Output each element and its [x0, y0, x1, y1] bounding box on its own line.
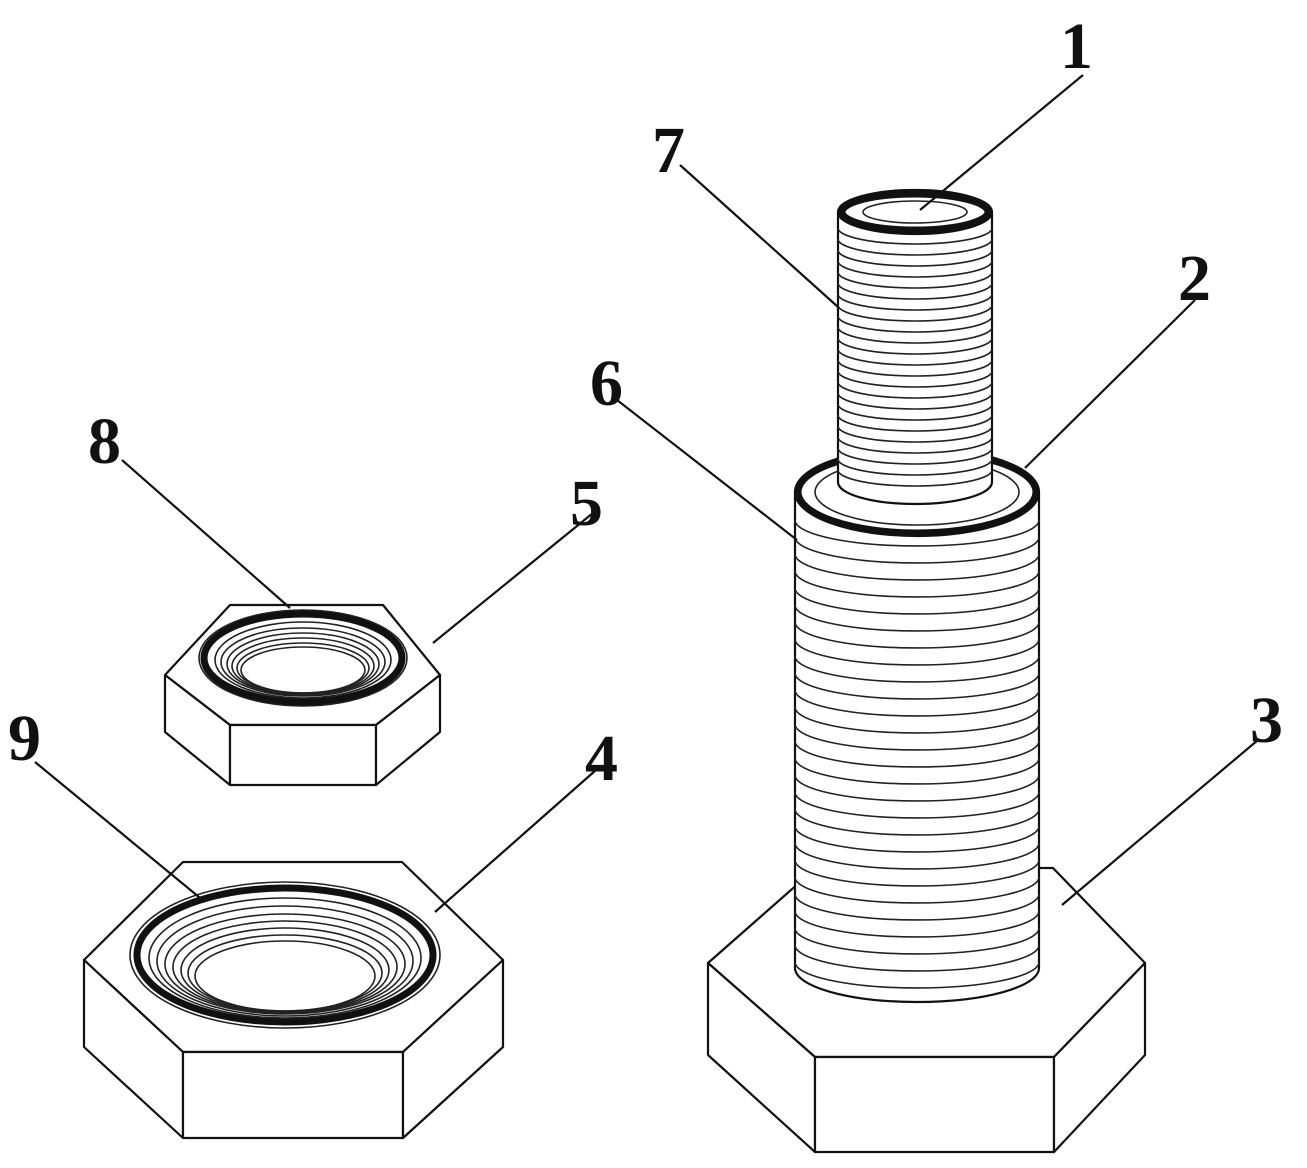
- leader-7: [680, 165, 838, 307]
- large-nut: [84, 862, 503, 1138]
- small-nut: [165, 605, 440, 785]
- label-4: 4: [585, 722, 618, 795]
- large-shank-body: [795, 492, 1039, 1002]
- large-nut-front-face: [183, 1052, 403, 1138]
- bolt-small-shank: [838, 190, 992, 504]
- label-7: 7: [652, 114, 685, 187]
- leader-6: [617, 400, 797, 540]
- label-6: 6: [590, 347, 623, 420]
- leader-4: [435, 770, 596, 912]
- leader-1: [920, 75, 1083, 210]
- label-3: 3: [1250, 684, 1283, 757]
- bolt-large-shank: [795, 448, 1039, 1002]
- leader-3: [1062, 740, 1258, 905]
- label-5: 5: [570, 467, 603, 540]
- leader-5: [433, 513, 593, 643]
- label-2: 2: [1178, 242, 1211, 315]
- leader-8: [122, 460, 290, 608]
- small-nut-front-face: [230, 725, 376, 785]
- label-8: 8: [88, 405, 121, 478]
- bolt-head-front-face: [815, 1057, 1054, 1152]
- leader-9: [35, 762, 205, 902]
- bolt-assembly: [708, 190, 1145, 1152]
- leader-lines: [35, 75, 1258, 912]
- label-1: 1: [1060, 10, 1093, 83]
- label-9: 9: [8, 702, 41, 775]
- leader-2: [1025, 300, 1195, 468]
